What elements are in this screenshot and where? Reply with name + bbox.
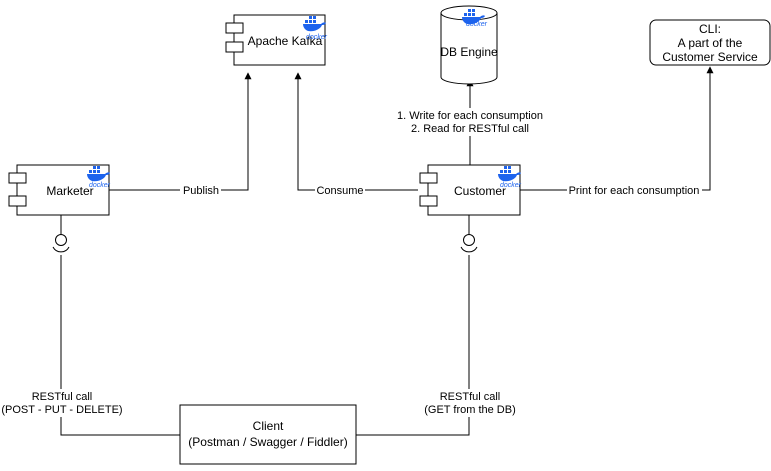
node-label-cli-line2: A part of the <box>678 36 743 50</box>
node-label-db: DB Engine <box>440 45 498 59</box>
node-db-engine[interactable]: DB Engine docker <box>440 5 498 85</box>
node-label-marketer: Marketer <box>46 184 93 198</box>
edge-rest-left: RESTful call (POST - PUT - DELETE) <box>0 215 180 436</box>
node-cli[interactable]: CLI: A part of the Customer Service <box>649 19 771 66</box>
edge-publish: Publish <box>109 72 252 197</box>
edge-label-db-read: 2. Read for RESTful call <box>411 123 529 135</box>
edge-label-publish: Publish <box>183 185 219 197</box>
edge-label-rest-right-desc: (GET from the DB) <box>424 404 515 416</box>
edge-label-print: Print for each consumption <box>569 185 700 197</box>
edge-label-db-write: 1. Write for each consumption <box>397 110 543 122</box>
docker-badge-marketer: docker <box>89 182 111 189</box>
docker-badge-customer: docker <box>500 182 522 189</box>
node-label-client-tools: (Postman / Swagger / Fiddler) <box>188 435 347 449</box>
node-label-client: Client <box>253 419 284 433</box>
node-client[interactable]: Client (Postman / Swagger / Fiddler) <box>179 404 357 465</box>
docker-badge-kafka: docker <box>306 34 328 41</box>
edge-label-rest-left-title: RESTful call <box>32 391 93 403</box>
edge-db: 1. Write for each consumption 2. Read fo… <box>394 79 546 165</box>
docker-badge-db: docker <box>466 21 488 28</box>
node-label-customer: Customer <box>454 184 506 198</box>
node-label-cli-line3: Customer Service <box>662 50 758 64</box>
node-customer[interactable]: Customer docker <box>419 164 522 216</box>
edge-label-rest-right-title: RESTful call <box>440 391 501 403</box>
node-apache-kafka[interactable]: Apache Kafka docker <box>225 14 328 66</box>
edge-label-consume: Consume <box>316 185 363 197</box>
edge-print: Print for each consumption <box>520 66 714 197</box>
edge-rest-right: RESTful call (GET from the DB) <box>356 215 517 436</box>
node-label-kafka: Apache Kafka <box>248 34 323 48</box>
node-marketer[interactable]: Marketer docker <box>8 164 111 216</box>
edge-label-rest-left-methods: (POST - PUT - DELETE) <box>1 404 122 416</box>
node-label-cli-title: CLI: <box>699 22 721 36</box>
edge-consume: Consume <box>294 72 418 197</box>
